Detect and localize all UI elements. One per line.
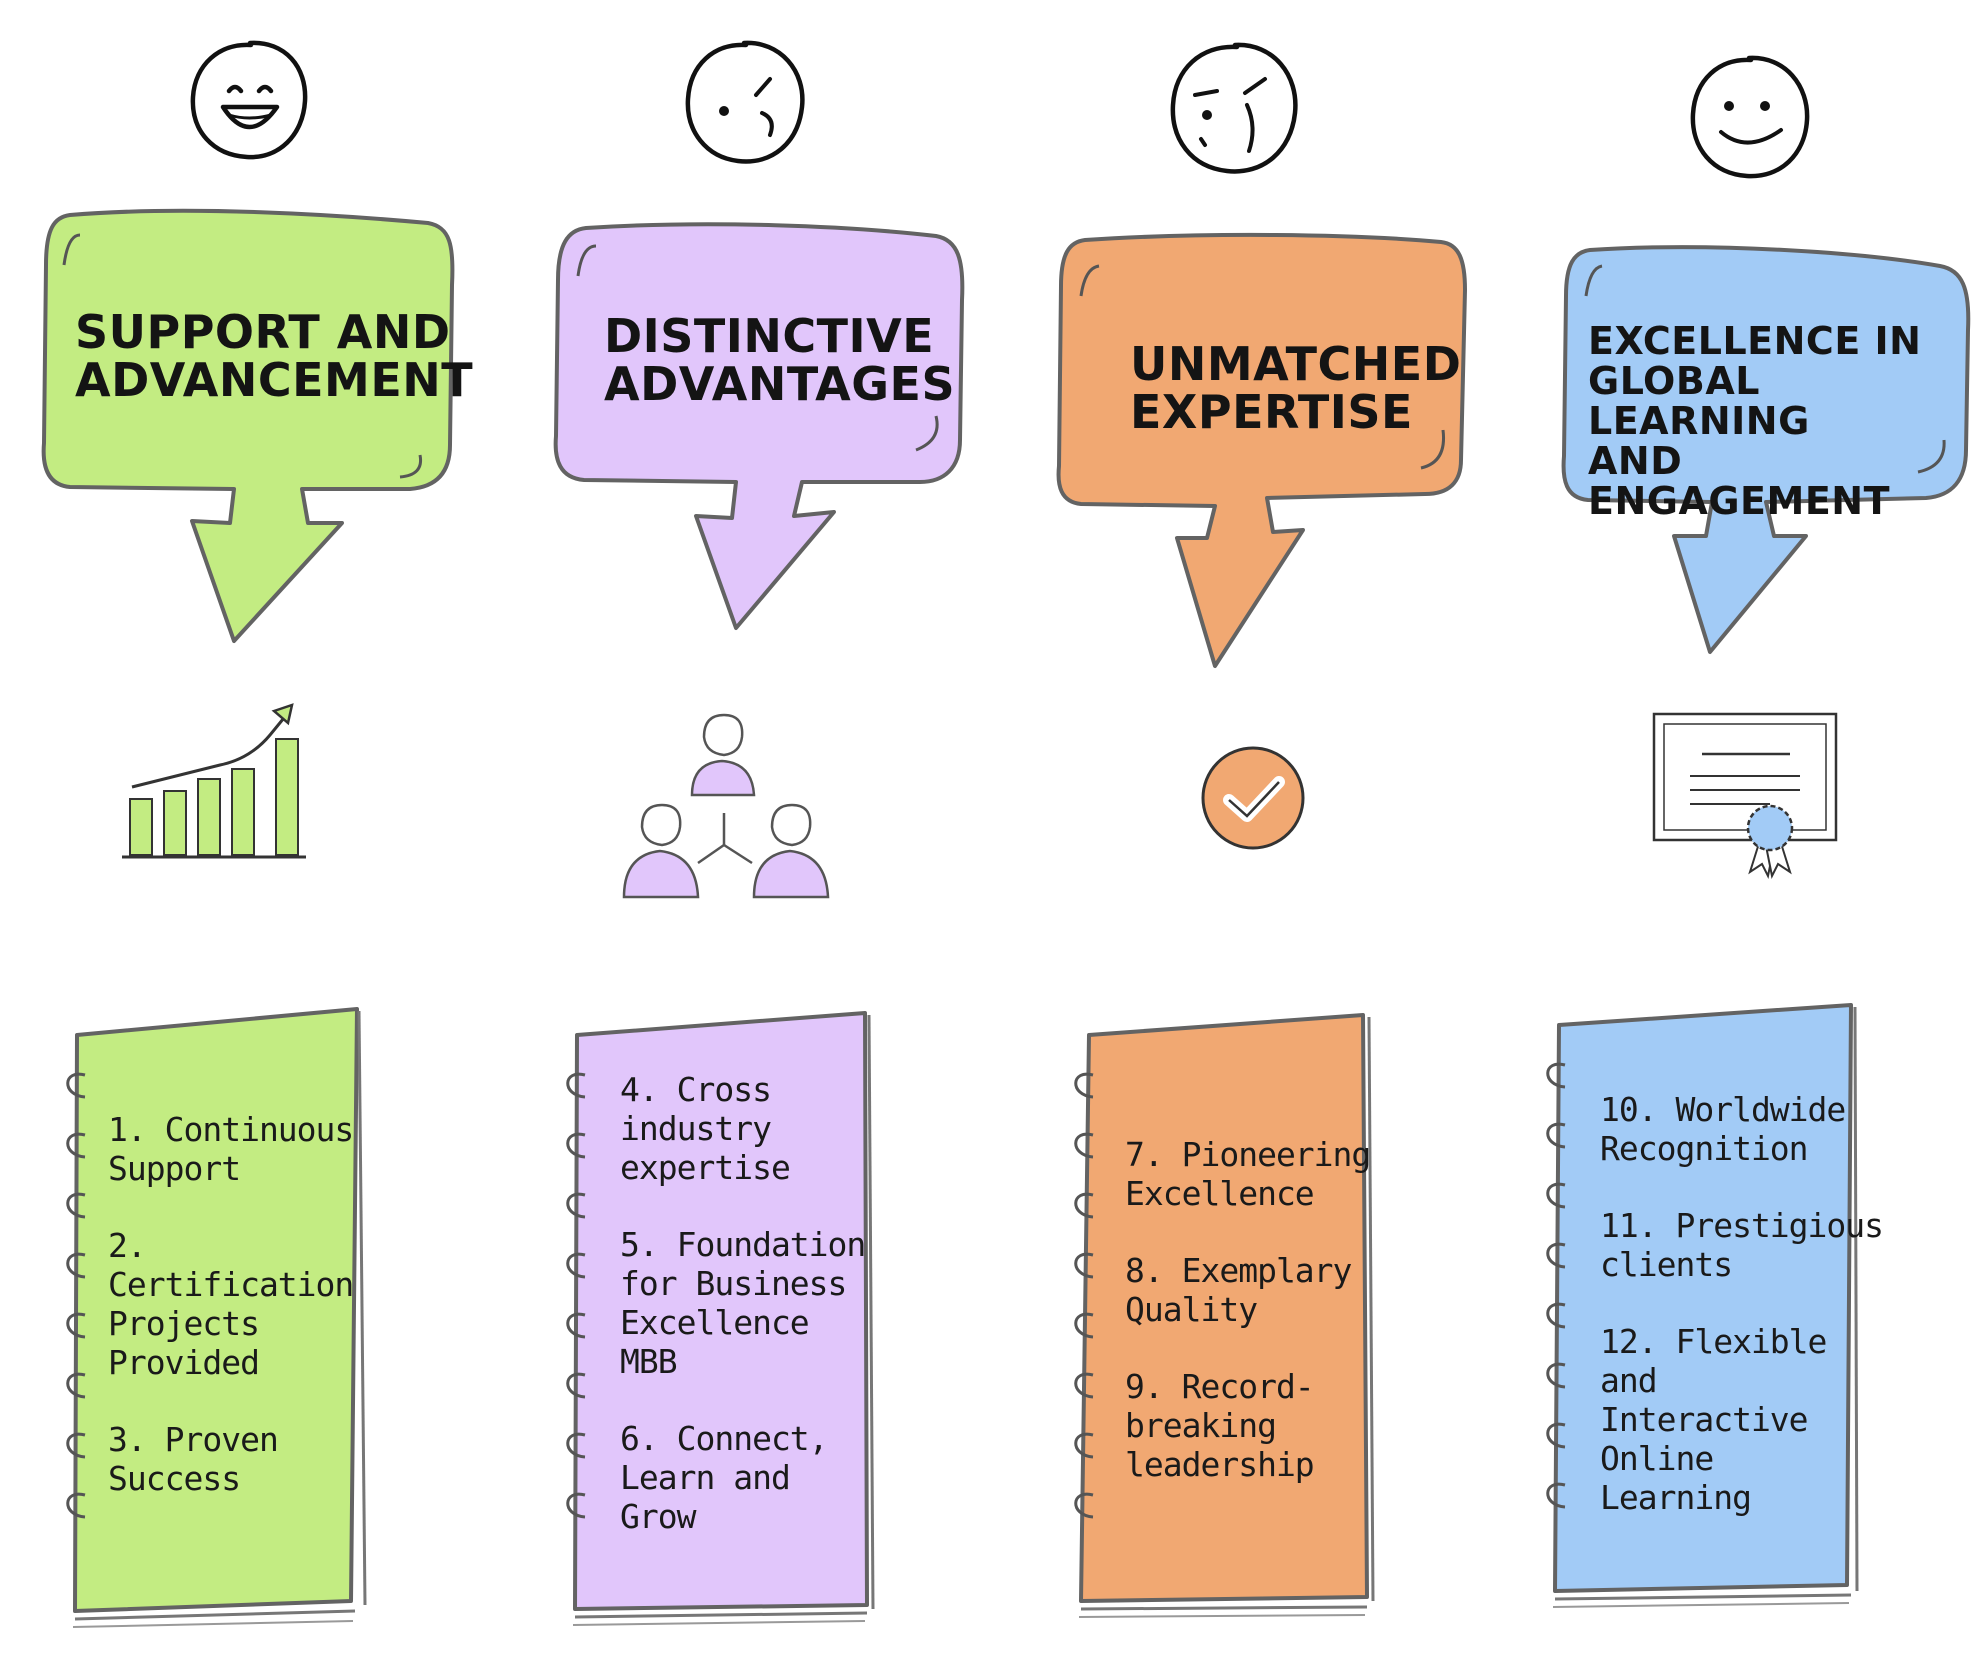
bubble-title: DISTINCTIVE ADVANTAGES (604, 309, 956, 412)
bubble-title: SUPPORT AND ADVANCEMENT (75, 305, 474, 408)
list-item: 10. Worldwide Recognition (1600, 1090, 1846, 1168)
checkmark-badge-icon (1201, 746, 1305, 850)
notebook-excellence (1546, 1003, 1859, 1608)
notebook-expertise (1074, 1013, 1375, 1618)
column-advantages: DISTINCTIVE ADVANTAGES 4. Cross industry… (500, 0, 980, 1662)
support-items: 1. Continuous Support 2. Certification P… (108, 1110, 378, 1536)
list-item: 1. Continuous Support (108, 1110, 354, 1188)
list-item: 3. Proven Success (108, 1420, 279, 1498)
laughing-face-icon (190, 40, 308, 160)
column-support: SUPPORT AND ADVANCEMENT 1. Continuous Su… (0, 0, 480, 1662)
speech-bubble-expertise (1056, 232, 1467, 668)
speech-bubble-advantages (553, 222, 965, 630)
notebook-advantages (566, 1011, 875, 1626)
list-item: 11. Prestigious clients (1600, 1206, 1884, 1284)
list-item: 7. Pioneering Excellence (1125, 1135, 1371, 1213)
column-excellence: EXCELLENCE IN GLOBAL LEARNING AND ENGAGE… (1490, 0, 1971, 1662)
list-item: 5. Foundation for Business Excellence MB… (620, 1225, 866, 1381)
bubble-title: UNMATCHED EXPERTISE (1130, 337, 1462, 440)
team-network-icon (622, 713, 830, 899)
growth-bar-chart-icon (122, 703, 306, 859)
certificate-icon (1652, 712, 1838, 880)
frowning-face-icon (1170, 42, 1298, 174)
list-item: 4. Cross industry expertise (620, 1070, 791, 1187)
bubble-title: EXCELLENCE IN GLOBAL LEARNING AND ENGAGE… (1588, 319, 1922, 523)
advantages-items: 4. Cross industry expertise 5. Foundatio… (620, 1070, 910, 1574)
smiling-face-icon (1690, 55, 1810, 179)
notebook-support (66, 1007, 367, 1628)
list-item: 6. Connect, Learn and Grow (620, 1419, 829, 1536)
list-item: 9. Record- breaking leadership (1125, 1367, 1315, 1484)
list-item: 2. Certification Projects Provided (108, 1226, 354, 1382)
speech-bubble-support (41, 208, 455, 643)
list-item: 12. Flexible and Interactive Online Lear… (1600, 1322, 1827, 1517)
excellence-items: 10. Worldwide Recognition 11. Prestigiou… (1600, 1090, 1900, 1555)
expertise-items: 7. Pioneering Excellence 8. Exemplary Qu… (1125, 1135, 1405, 1522)
column-expertise: UNMATCHED EXPERTISE 7. Pioneering Excell… (1000, 0, 1480, 1662)
speech-bubble-excellence (1561, 245, 1971, 654)
skeptical-face-icon (685, 40, 805, 164)
list-item: 8. Exemplary Quality (1125, 1251, 1352, 1329)
